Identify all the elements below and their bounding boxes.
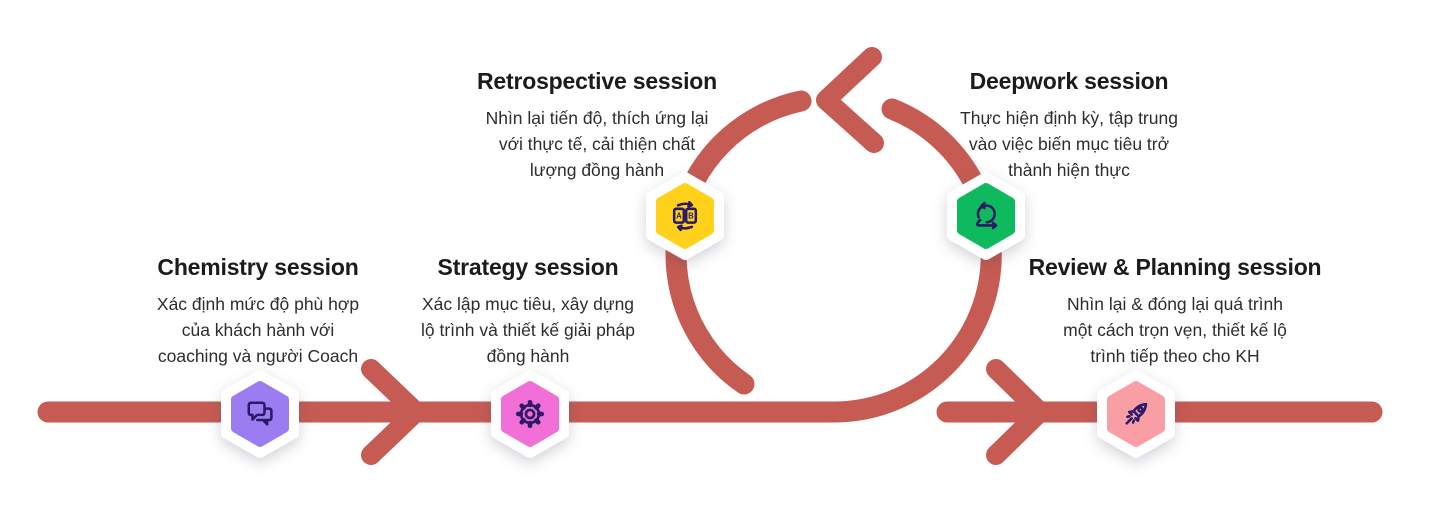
session-label-deepwork: Deepwork session Thực hiện định kỳ, tập … [899, 68, 1239, 183]
session-description: Xác lập mục tiêu, xây dựng lộ trình và t… [420, 294, 636, 366]
session-title: Review & Planning session [1028, 254, 1322, 280]
session-node-retrospective: A B [646, 172, 724, 260]
chat-icon [247, 401, 273, 426]
arrowhead-loop-left-icon [816, 47, 884, 153]
arrowhead-right-1-icon [361, 359, 426, 465]
session-description: Nhìn lại tiến độ, thích ứng lại với thực… [485, 108, 709, 180]
ab-compare-icon: A B [672, 200, 698, 232]
main-flow-line [37, 98, 1002, 423]
session-title: Chemistry session [157, 254, 359, 280]
session-description: Nhìn lại & đóng lại quá trình một cách t… [1063, 294, 1287, 366]
agile-loop-icon [975, 201, 998, 230]
hexagon-inner [957, 183, 1015, 249]
arrowhead-right-2-icon [986, 359, 1050, 465]
svg-text:B: B [688, 211, 694, 220]
session-label-chemistry: Chemistry session Xác định mức độ phù hợ… [88, 254, 428, 369]
rocket-icon [1125, 402, 1148, 425]
session-node-review-planning [1097, 370, 1175, 458]
session-title: Deepwork session [969, 68, 1169, 94]
gear-icon [515, 399, 545, 429]
session-title: Strategy session [437, 254, 619, 280]
session-title: Retrospective session [477, 68, 717, 94]
svg-text:A: A [676, 211, 682, 220]
session-label-strategy: Strategy session Xác lập mục tiêu, xây d… [358, 254, 698, 369]
session-node-deepwork [947, 172, 1025, 260]
session-label-review-planning: Review & Planning session Nhìn lại & đón… [1005, 254, 1345, 369]
hexagon-inner [501, 381, 559, 447]
session-node-chemistry [221, 370, 299, 458]
session-node-strategy [491, 370, 569, 458]
session-label-retrospective: Retrospective session Nhìn lại tiến độ, … [427, 68, 767, 183]
session-description: Thực hiện định kỳ, tập trung vào việc bi… [960, 108, 1178, 180]
session-description: Xác định mức độ phù hợp của khách hành v… [156, 294, 360, 366]
